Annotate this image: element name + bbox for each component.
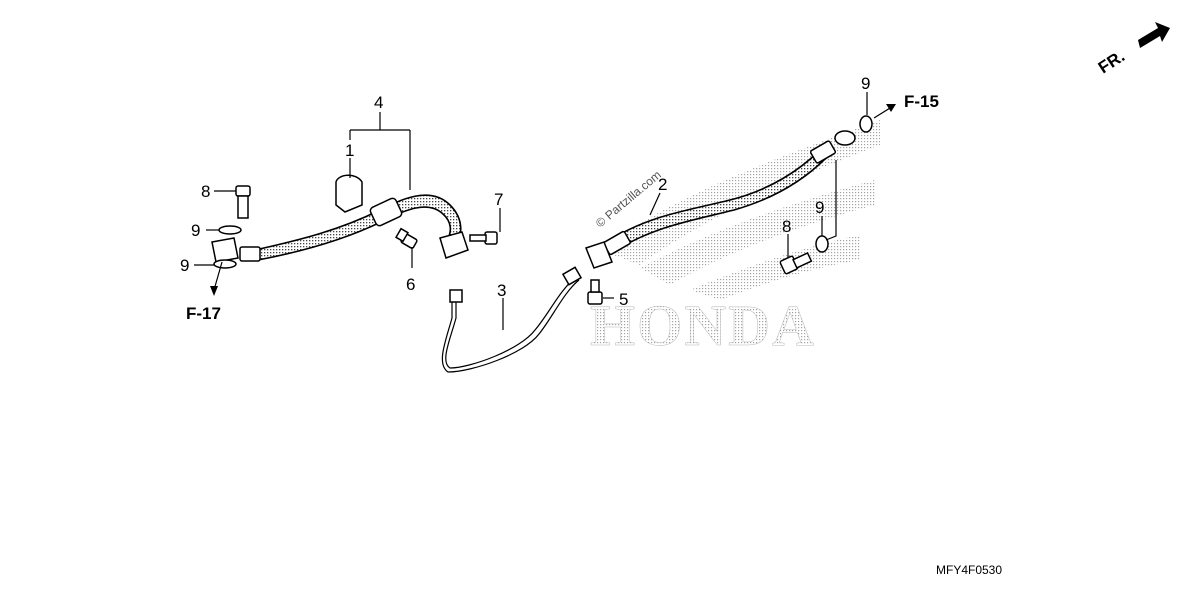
hose-end-fitting — [439, 231, 469, 259]
reference-arrow-left-head-icon — [210, 286, 218, 296]
washer-left-bottom — [213, 259, 237, 269]
pipe-nut-right — [561, 266, 583, 286]
banjo-fitting-right — [834, 130, 856, 146]
washer-left-top — [218, 225, 242, 235]
banjo-bolt-right — [779, 251, 813, 275]
leader-bracket-4 — [349, 112, 411, 190]
banjo-fitting-left — [211, 237, 239, 263]
reference-arrow-right — [873, 107, 891, 119]
diagram-code: MFY4F0530 — [936, 563, 1002, 577]
direction-label: FR. — [1095, 47, 1128, 78]
banjo-bolt-left — [235, 185, 251, 219]
callout-1: 1 — [345, 141, 354, 160]
bolt-part-7 — [469, 231, 498, 245]
washer-right-mid — [815, 235, 829, 253]
bolt-part-5 — [587, 279, 603, 305]
callout-7: 7 — [494, 190, 503, 209]
callout-9-right-top: 9 — [861, 74, 870, 93]
callout-2: 2 — [658, 175, 667, 194]
callout-5: 5 — [619, 290, 628, 309]
brand-wordmark: HONDA — [590, 293, 816, 358]
callout-9-left-bottom: 9 — [180, 256, 189, 275]
callout-9-left-top: 9 — [191, 221, 200, 240]
reference-arrow-left — [213, 261, 223, 291]
callout-8-left: 8 — [201, 182, 210, 201]
direction-marker: FR. — [1095, 22, 1170, 77]
brake-pipe-part-3 — [445, 277, 576, 369]
clamp-part-1 — [335, 174, 363, 213]
callout-9-right-mid: 9 — [815, 198, 824, 217]
reference-arrow-right-head-icon — [886, 104, 896, 112]
washer-right-top — [859, 115, 873, 133]
reference-right: F-15 — [904, 92, 939, 111]
hose-ferrule-right — [809, 140, 837, 164]
callout-3: 3 — [497, 281, 506, 300]
leader-9-right-mid — [821, 160, 837, 241]
callout-4: 4 — [374, 93, 383, 112]
hose-joint — [369, 197, 403, 227]
hose-ferrule-left — [239, 246, 261, 262]
bolt-part-6 — [395, 227, 418, 249]
brand-logo: HONDA — [590, 120, 880, 358]
callout-6: 6 — [406, 275, 415, 294]
reference-left: F-17 — [186, 304, 221, 323]
leader-2 — [649, 192, 661, 216]
junction-block — [585, 241, 613, 269]
forward-arrow-icon — [1138, 22, 1170, 48]
callout-8-right: 8 — [782, 217, 791, 236]
pipe-nut-left — [449, 289, 463, 303]
